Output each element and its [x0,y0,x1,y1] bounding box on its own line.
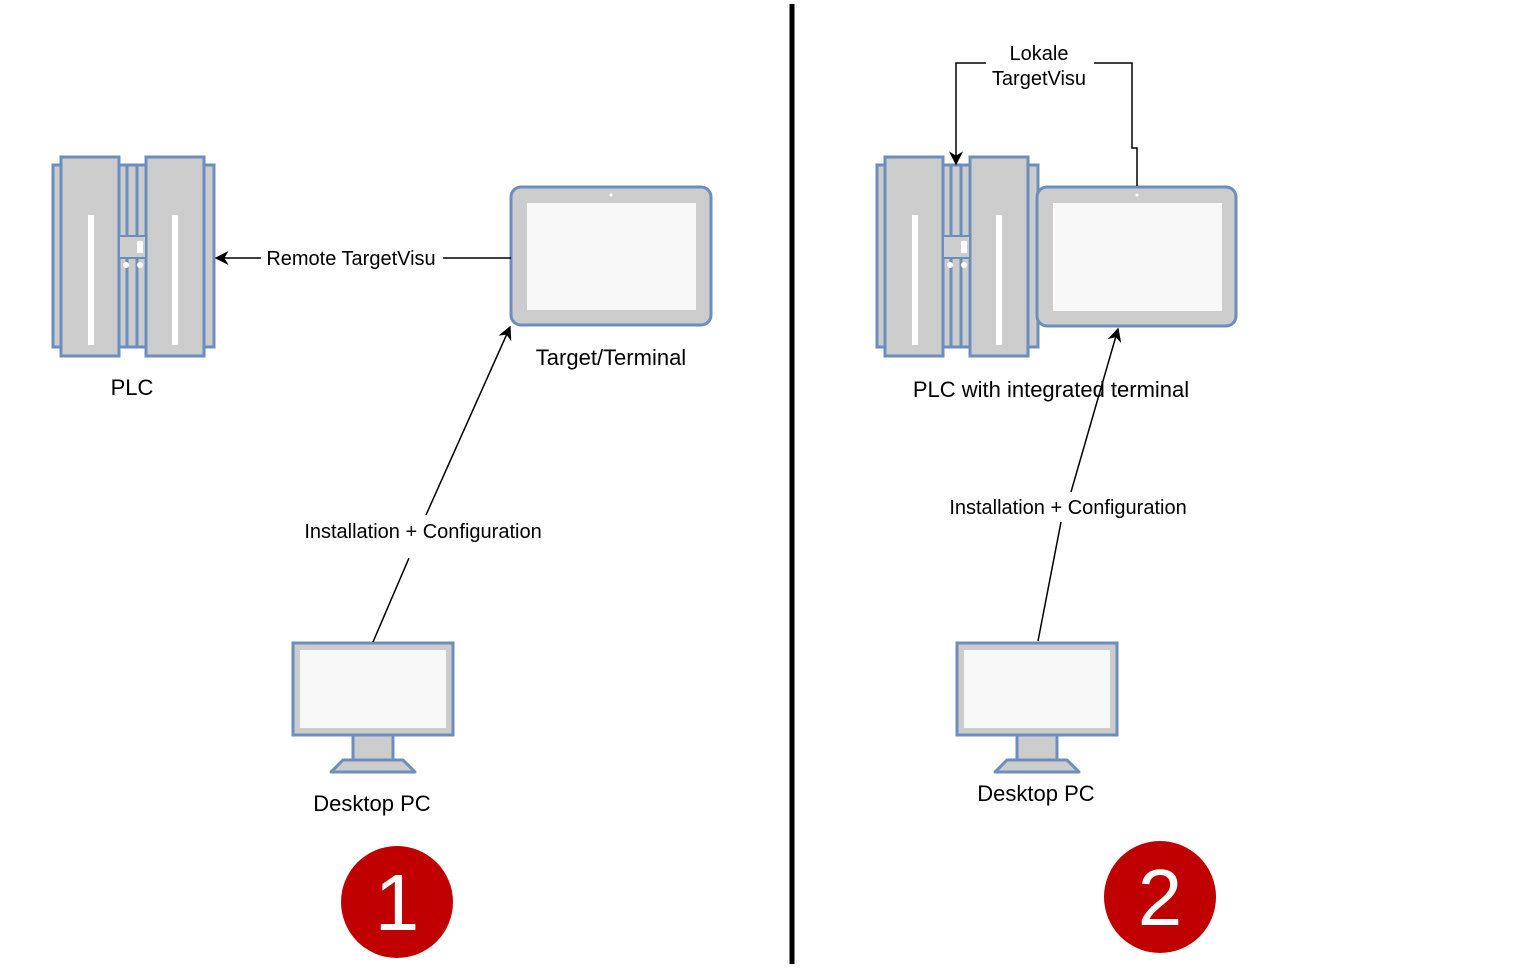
local-targetvisu-label-2: TargetVisu [992,68,1086,90]
plc-icon [51,155,216,358]
scenario-badge-2: 2 [1104,841,1216,953]
desktop-pc-label: Desktop PC [313,791,430,816]
scenario-badge-1: 1 [341,846,453,958]
integrated-terminal-icon [1035,185,1238,328]
terminal-icon [509,185,713,327]
local-targetvisu-label-1: Lokale [1010,43,1069,65]
plc-integrated-label: PLC with integrated terminal [913,377,1189,402]
desktop-pc-2-icon [955,641,1119,774]
svg-text:1: 1 [375,858,420,947]
svg-text:2: 2 [1138,853,1183,942]
install-config-edge [372,325,512,643]
install-config-label: Installation + Configuration [304,521,541,543]
plc-integrated-icon [875,155,1040,358]
local-targetvisu-edge [949,62,1138,186]
terminal-label: Target/Terminal [536,345,686,370]
desktop-pc-icon [291,641,455,774]
remote-targetvisu-label: Remote TargetVisu [266,248,435,270]
desktop-pc-2-label: Desktop PC [977,781,1094,806]
plc-label: PLC [111,375,154,400]
install-config-edge-2 [1037,327,1122,642]
install-config-label-2: Installation + Configuration [949,497,1186,519]
